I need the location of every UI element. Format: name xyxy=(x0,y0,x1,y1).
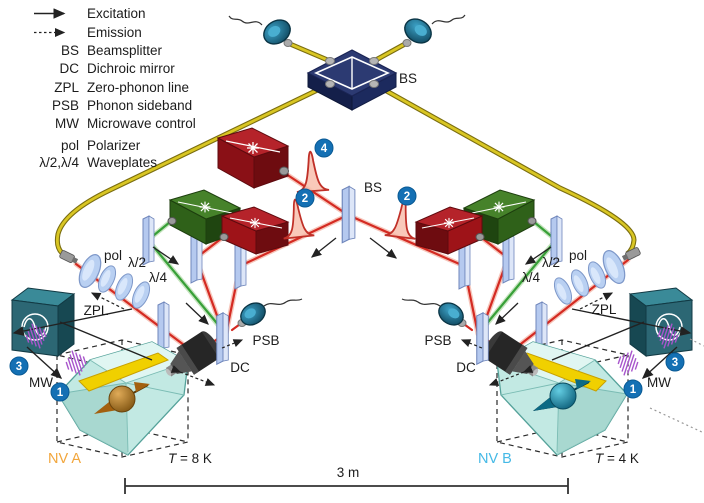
zpl-label-left: ZPL xyxy=(84,303,109,318)
psb-detector-left xyxy=(237,298,303,327)
bs-port xyxy=(325,57,335,65)
legend-label: Excitation xyxy=(87,6,146,21)
legend-abbr: pol xyxy=(61,138,79,153)
zpl-collection-optics-right xyxy=(550,246,642,308)
marker-number: 1 xyxy=(57,387,64,399)
marker-number: 1 xyxy=(630,384,637,396)
step-marker-3-left: 3 xyxy=(9,356,29,376)
pol-label-right: pol xyxy=(569,248,587,263)
marker-number: 2 xyxy=(302,193,308,205)
psb-label-left: PSB xyxy=(252,333,279,348)
temp-value-right: = 4 K xyxy=(607,451,639,466)
legend-abbr: λ/2,λ/4 xyxy=(39,155,79,170)
quarter-wave-label-right: λ/4 xyxy=(522,270,541,285)
step-marker-2-left: 2 xyxy=(295,188,315,208)
legend-label: Emission xyxy=(87,25,142,40)
temp-symbol-right: T xyxy=(595,451,605,466)
legend-abbr: BS xyxy=(61,43,79,58)
mw-label-right: MW xyxy=(647,375,671,390)
step-marker-2-right: 2 xyxy=(397,186,417,206)
sine-wave-icon xyxy=(23,318,47,336)
marker-number: 4 xyxy=(321,143,328,155)
step-marker-1-right: 1 xyxy=(623,379,643,399)
objective-scan-arrow xyxy=(488,365,534,386)
nv-b-label: NV B xyxy=(478,451,512,467)
half-wave-label-right: λ/2 xyxy=(542,255,560,270)
laser-burst-icon xyxy=(199,201,211,213)
legend-label: Polarizer xyxy=(87,138,141,153)
step-marker-4: 4 xyxy=(314,138,334,158)
marker-number: 3 xyxy=(16,361,22,373)
legend-label: Dichroic mirror xyxy=(87,61,175,76)
scale-bar: 3 m xyxy=(124,465,569,494)
legend-label: Waveplates xyxy=(87,155,157,170)
dichroic-mirror-right-icon xyxy=(476,312,489,365)
marker-number: 2 xyxy=(404,191,410,203)
temp-symbol-left: T xyxy=(168,451,178,466)
mirror-plate-icon xyxy=(157,301,170,352)
mw-label-left: MW xyxy=(29,375,53,390)
bs-port xyxy=(369,80,379,88)
legend-label: Zero-phonon line xyxy=(87,80,189,95)
mw-stripline-gold xyxy=(78,352,170,392)
legend-label: Phonon sideband xyxy=(87,98,192,113)
center-beamsplitter-plate-icon xyxy=(341,185,356,244)
fiber-beamsplitter-cube xyxy=(306,49,398,111)
resonant-laser-left xyxy=(219,206,290,255)
sine-wave-icon xyxy=(657,318,681,336)
mw-wiring-left xyxy=(12,308,153,379)
temp-value-left: = 8 K xyxy=(180,451,212,466)
nv-spin-a xyxy=(94,382,150,414)
marker-number: 3 xyxy=(672,357,678,369)
bs-port xyxy=(369,57,379,65)
nv-a-label: NV A xyxy=(48,451,81,467)
resonant-laser-right xyxy=(414,206,485,255)
dc-label-right: DC xyxy=(456,360,476,375)
dichroic-mirror-left-icon xyxy=(216,312,229,365)
step-marker-1-left: 1 xyxy=(50,382,70,402)
legend-label: Microwave control xyxy=(87,116,196,131)
nv-spin-b xyxy=(533,379,591,411)
bs-center-label: BS xyxy=(364,180,382,195)
entangling-laser xyxy=(216,127,290,189)
quarter-wave-label-left: λ/4 xyxy=(149,270,168,285)
fiber-left xyxy=(54,81,332,259)
fiber-coupler-icon xyxy=(58,249,80,266)
fiber-to-detectors xyxy=(289,41,407,64)
legend-label: Beamsplitter xyxy=(87,43,163,58)
bs-port xyxy=(325,80,335,88)
emission-arrows xyxy=(90,292,614,349)
legend-abbr: DC xyxy=(60,61,80,76)
legend-abbr: ZPL xyxy=(54,80,79,95)
legend-abbr: MW xyxy=(55,116,79,131)
bs-top-label: BS xyxy=(399,71,417,86)
step-marker-3-right: 3 xyxy=(665,352,685,372)
laser-burst-icon xyxy=(443,217,455,229)
laser-burst-icon xyxy=(493,201,505,213)
mw-source-right xyxy=(628,287,694,357)
mirror-plate-icon xyxy=(502,233,515,284)
dc-label-left: DC xyxy=(230,360,250,375)
legend: Excitation Emission BS Beamsplitter DC D… xyxy=(34,6,196,170)
psb-label-right: PSB xyxy=(424,333,451,348)
pol-label-left: pol xyxy=(104,248,122,263)
beam-direction-arrows xyxy=(152,237,552,325)
mw-wiring-right xyxy=(551,308,692,379)
objective-scan-arrow xyxy=(170,365,216,386)
apd-detector-left xyxy=(228,15,293,47)
psb-detector-right xyxy=(401,298,467,327)
laser-burst-icon xyxy=(249,217,261,229)
zpl-label-right: ZPL xyxy=(592,302,617,317)
laser-burst-icon xyxy=(246,141,260,155)
apd-detector-right xyxy=(402,14,466,47)
scale-bar-label: 3 m xyxy=(337,465,360,480)
half-wave-label-left: λ/2 xyxy=(128,255,146,270)
legend-abbr: PSB xyxy=(52,98,79,113)
